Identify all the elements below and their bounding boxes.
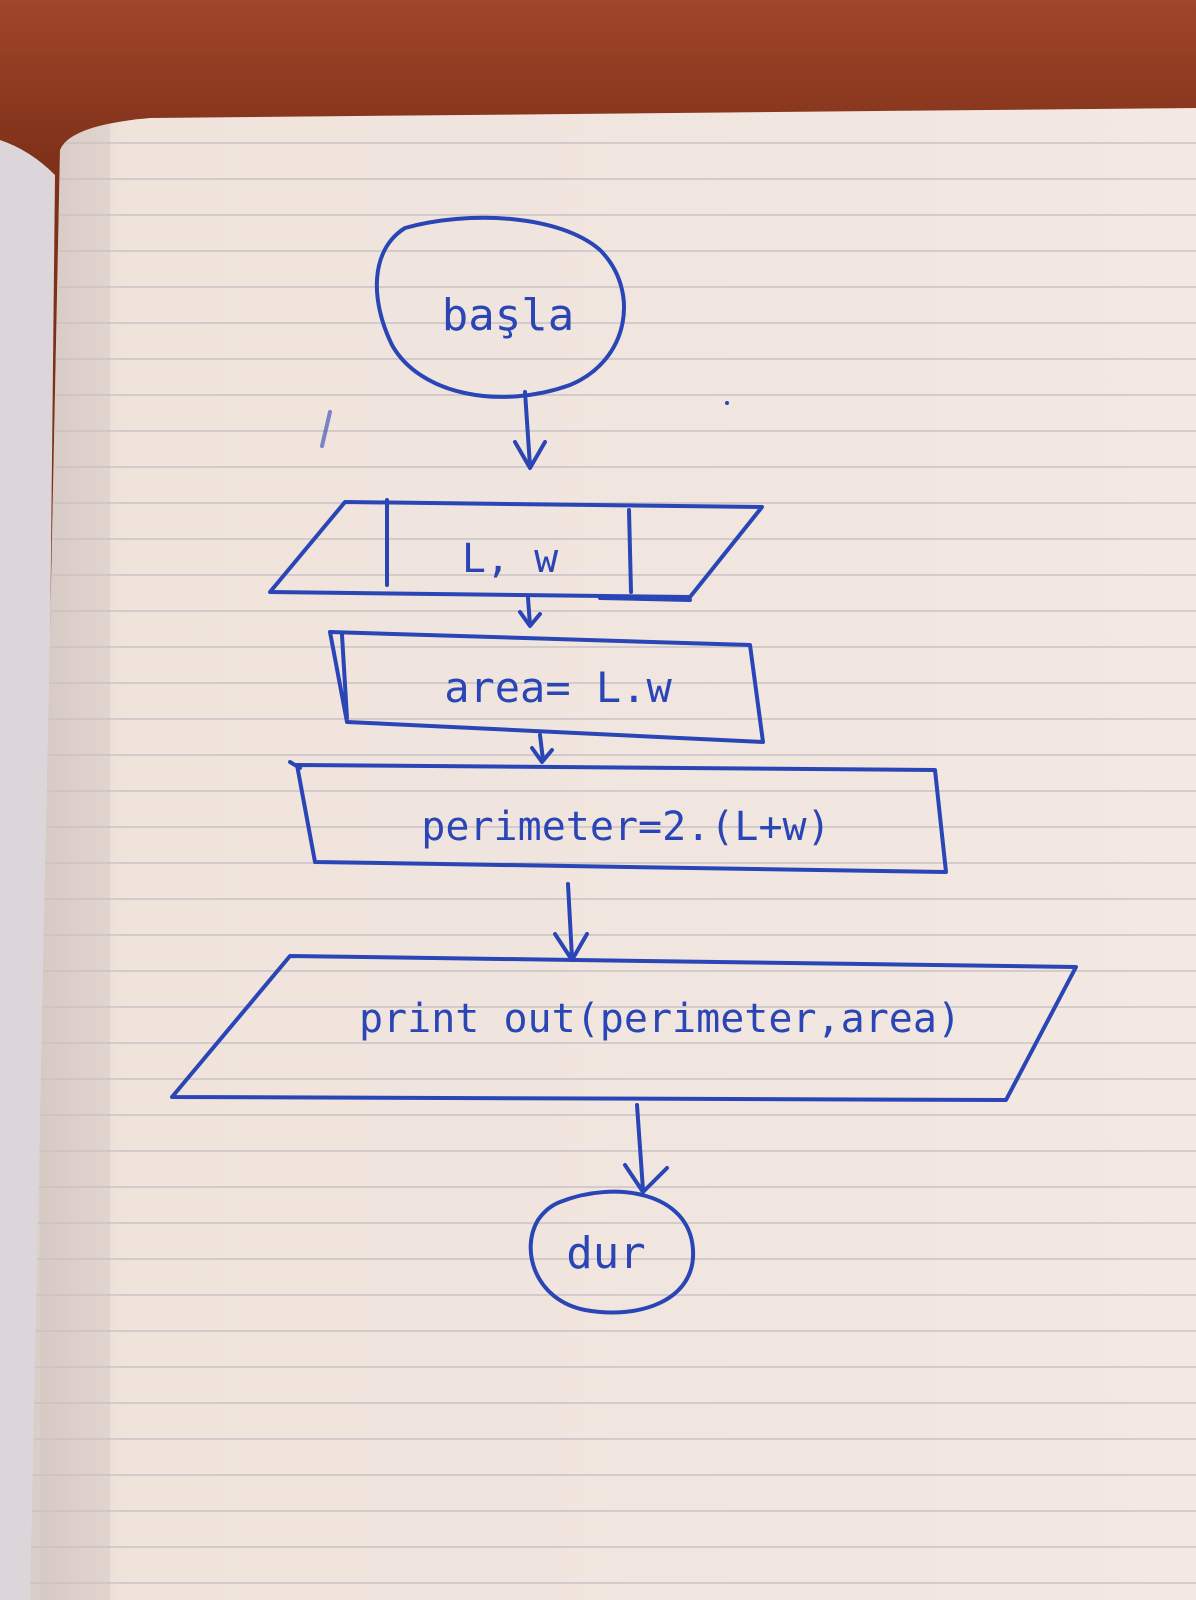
output-parallelogram: print out(perimeter,area) bbox=[170, 954, 1078, 1102]
arrow-start-to-input bbox=[513, 390, 547, 470]
perimeter-box bbox=[295, 763, 948, 874]
arrow-input-to-area bbox=[518, 596, 542, 628]
area-label: area= L.w bbox=[444, 663, 672, 712]
input-parallelogram: L, w bbox=[268, 498, 764, 602]
area-process: area= L.w bbox=[328, 630, 765, 744]
area-box bbox=[328, 630, 765, 744]
ruled-lines bbox=[30, 122, 1196, 1600]
output-label: print out(perimeter,area) bbox=[359, 996, 961, 1042]
start-oval bbox=[374, 215, 626, 399]
start-label: başla bbox=[442, 290, 574, 341]
perimeter-label: perimeter=2.(L+w) bbox=[421, 804, 830, 850]
arrow-area-to-perimeter bbox=[530, 733, 554, 764]
output-shape bbox=[170, 954, 1078, 1102]
arrow-output-to-end bbox=[623, 1103, 669, 1194]
start-terminal: başla bbox=[374, 215, 626, 399]
end-label: dur bbox=[566, 1228, 645, 1279]
input-label: L, w bbox=[462, 536, 559, 582]
perimeter-process: perimeter=2.(L+w) bbox=[288, 760, 948, 874]
input-shape bbox=[268, 500, 764, 599]
stray-dot bbox=[725, 401, 729, 405]
end-oval bbox=[528, 1189, 696, 1315]
stray-mark bbox=[320, 410, 332, 448]
end-terminal: dur bbox=[528, 1189, 696, 1315]
